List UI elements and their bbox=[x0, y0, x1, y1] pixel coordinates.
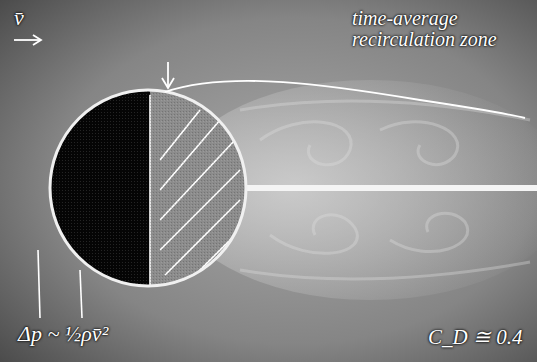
pressure-formula: Δp ~ ½ρv̄² bbox=[18, 322, 108, 345]
zone-note: time-average recirculation zone bbox=[352, 8, 502, 50]
velocity-symbol: v̄ bbox=[14, 6, 24, 29]
pressure-leaders bbox=[38, 250, 82, 318]
drag-coefficient: C_D ≅ 0.4 bbox=[428, 326, 522, 348]
separation-arrow bbox=[162, 62, 174, 88]
velocity-arrow bbox=[14, 35, 41, 45]
wake-axis bbox=[240, 185, 537, 191]
sphere bbox=[50, 90, 246, 286]
recirculation-boundary bbox=[165, 81, 525, 118]
sphere-rim bbox=[50, 90, 246, 286]
